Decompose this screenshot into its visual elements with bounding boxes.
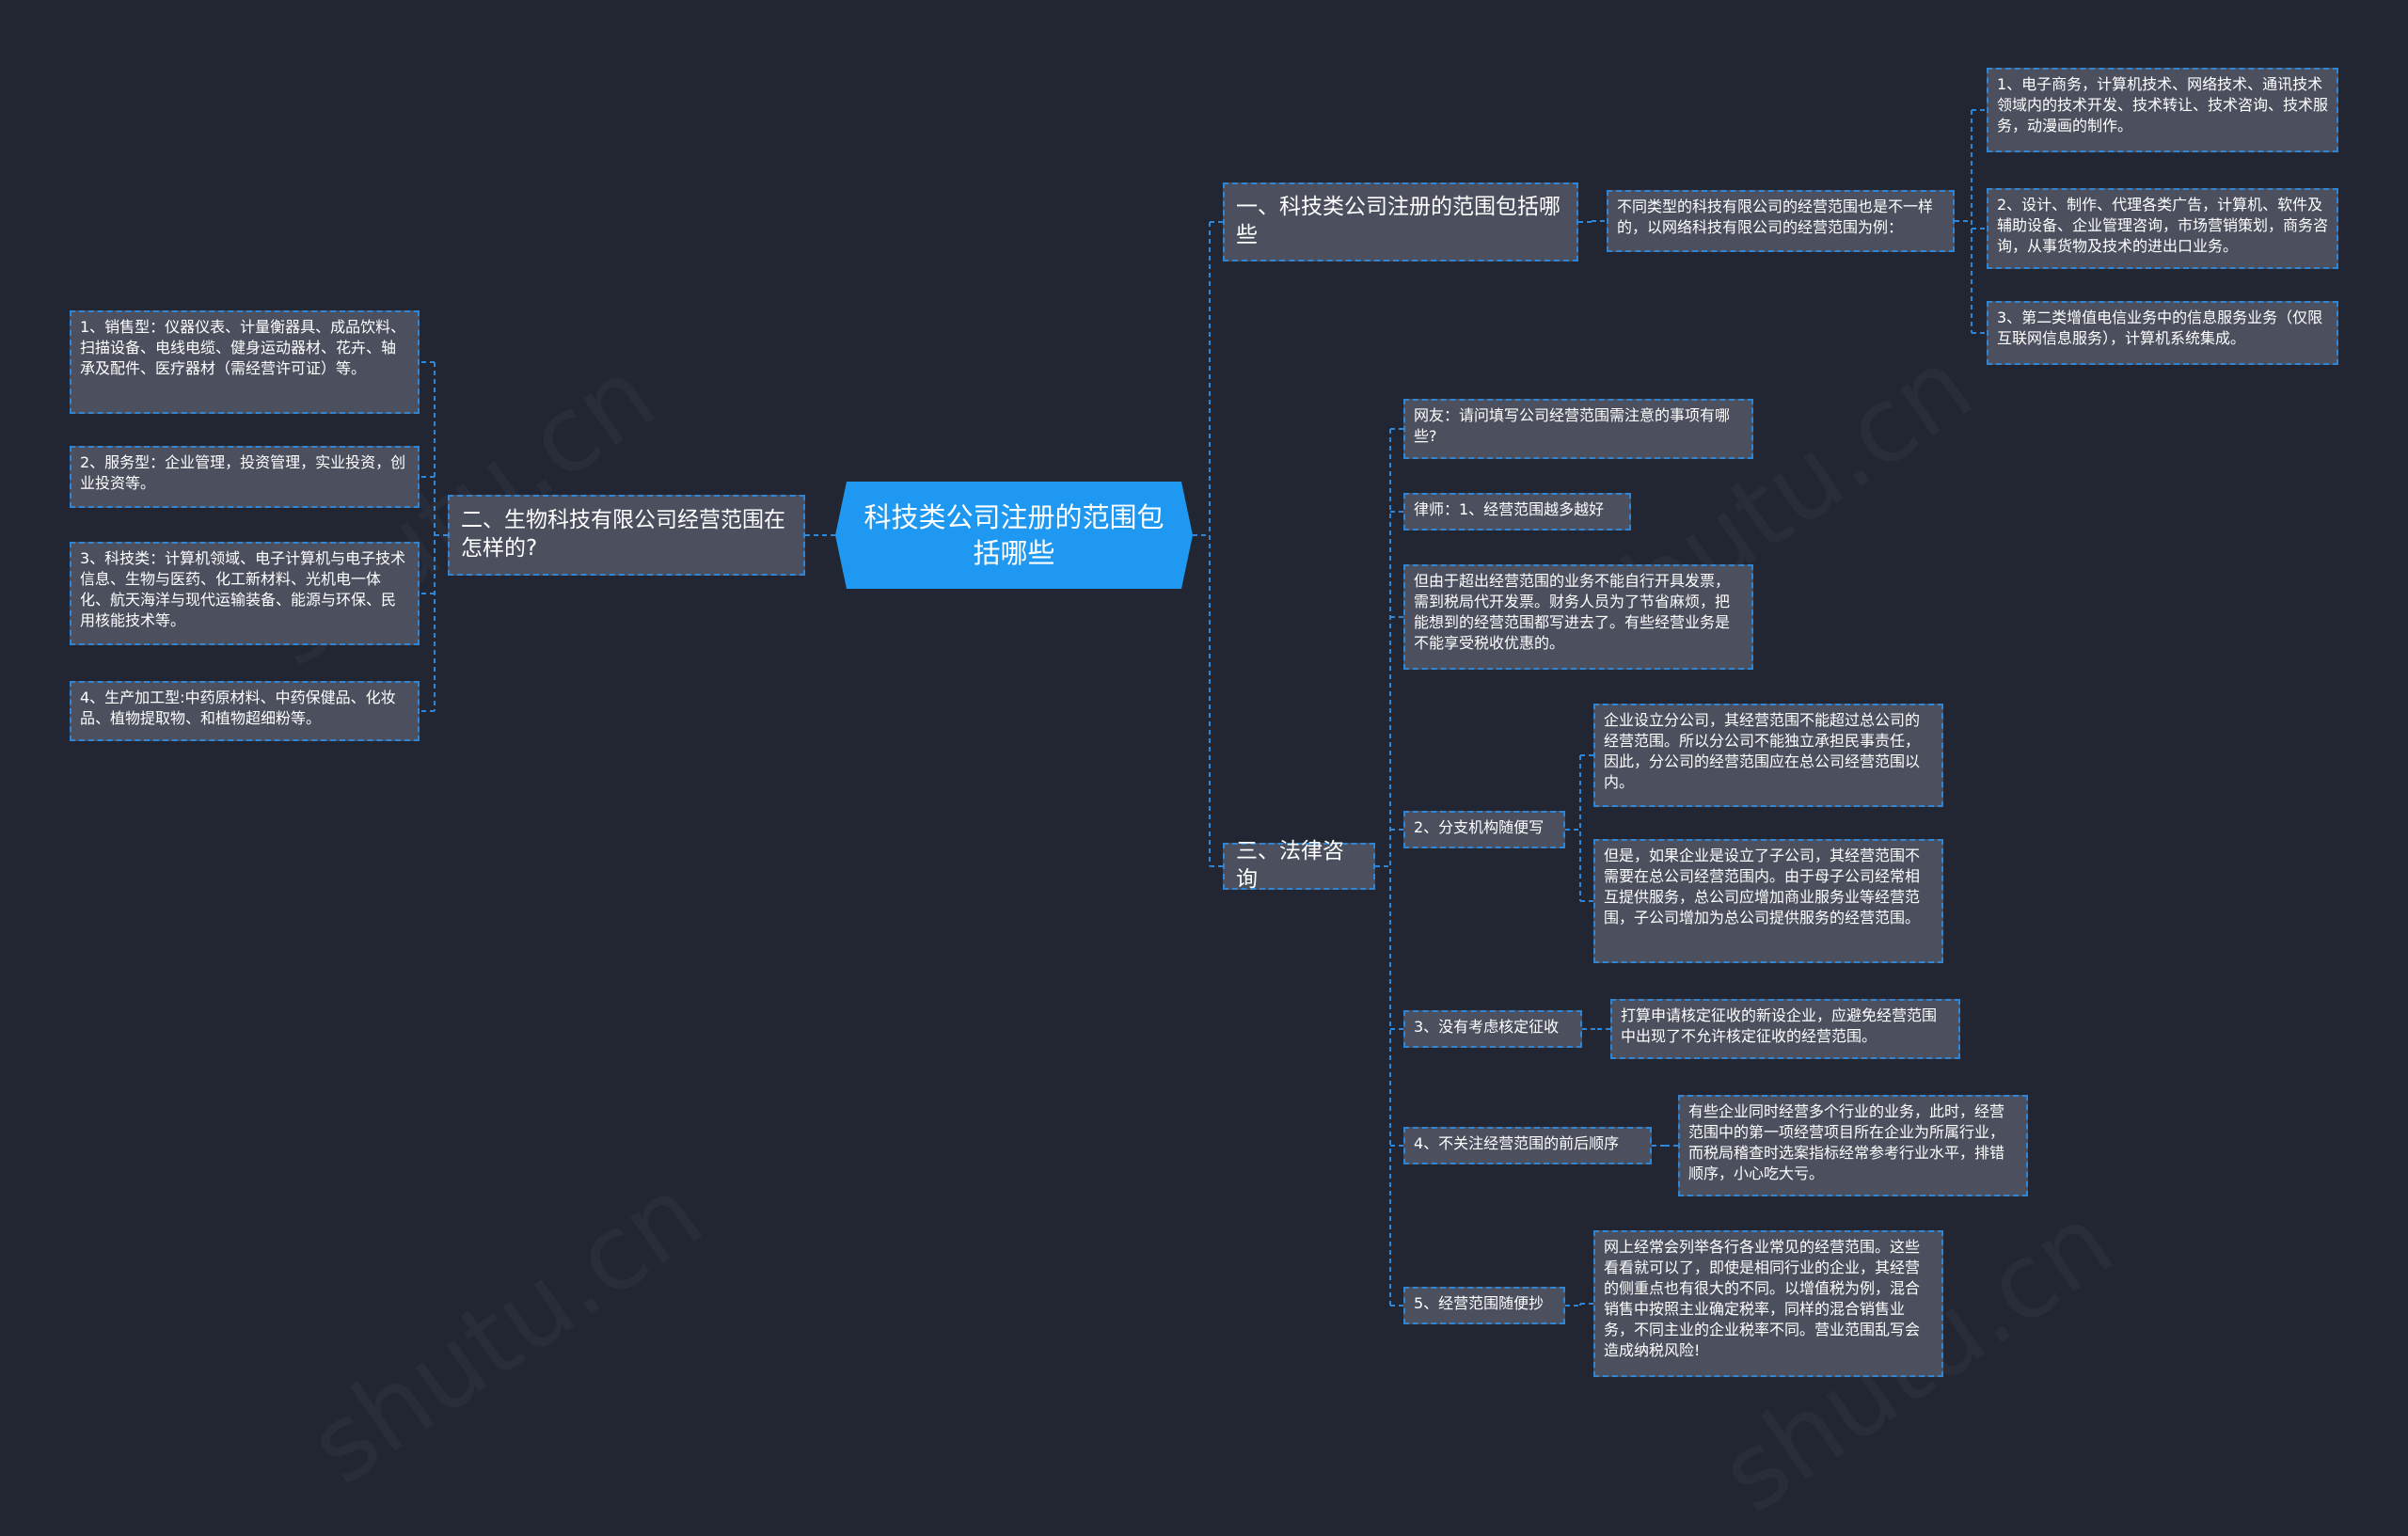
scope-item-2-node[interactable]: 2、设计、制作、代理各类广告，计算机、软件及辅助设备、企业管理咨询，市场营销策划… [1987,188,2338,269]
legal-answer-5-text-node[interactable]: 网上经常会列举各行各业常见的经营范围。这些看看就可以了，即使是相同行业的企业，其… [1593,1230,1943,1377]
biotech-item-4-node[interactable]: 4、生产加工型:中药原材料、中药保健品、化妆品、植物提取物、和植物超细粉等。 [70,681,420,741]
scope-intro-node[interactable]: 不同类型的科技有限公司的经营范围也是不一样的，以网络科技有限公司的经营范围为例： [1607,190,1955,252]
legal-answer-4-text-node[interactable]: 有些企业同时经营多个行业的业务，此时，经营范围中的第一项经营项目所在企业为所属行… [1678,1095,2028,1196]
legal-question-node[interactable]: 网友：请问填写公司经营范围需注意的事项有哪些? [1403,399,1753,459]
scope-item-3-node[interactable]: 3、第二类增值电信业务中的信息服务业务（仅限互联网信息服务），计算机系统集成。 [1987,301,2338,365]
connector-lines [420,109,1987,1306]
biotech-item-2-node[interactable]: 2、服务型：企业管理，投资管理，实业投资，创业投资等。 [70,446,420,508]
branch-legal-node[interactable]: 三、法律咨询 [1223,839,1375,892]
biotech-item-3-node[interactable]: 3、科技类：计算机领域、电子计算机与电子技术信息、生物与医药、化工新材料、光机电… [70,542,420,645]
mind-map-canvas: shutu.cn shutu.cn shutu.cn shutu.cn 科技类公… [70,68,2338,1377]
legal-answer-1-node[interactable]: 律师：1、经营范围越多越好 [1403,493,1631,530]
legal-answer-3-node[interactable]: 3、没有考虑核定征收 [1403,1010,1582,1048]
legal-answer-3-text-node[interactable]: 打算申请核定征收的新设企业，应避免经营范围中出现了不允许核定征收的经营范围。 [1610,999,1960,1059]
legal-answer-2-node[interactable]: 2、分支机构随便写 [1403,811,1565,848]
legal-answer-4-node[interactable]: 4、不关注经营范围的前后顺序 [1403,1127,1652,1164]
biotech-item-1-node[interactable]: 1、销售型：仪器仪表、计量衡器具、成品饮料、扫描设备、电线电缆、健身运动器材、花… [70,310,420,414]
branch-scope-node[interactable]: 一、科技类公司注册的范围包括哪些 [1223,182,1578,261]
legal-answer-1-text-node[interactable]: 但由于超出经营范围的业务不能自行开具发票，需到税局代开发票。财务人员为了节省麻烦… [1403,564,1753,670]
legal-answer-5-node[interactable]: 5、经营范围随便抄 [1403,1287,1565,1324]
root-node[interactable]: 科技类公司注册的范围包括哪些 [835,482,1193,589]
legal-answer-2-text-1-node[interactable]: 企业设立分公司，其经营范围不能超过总公司的经营范围。所以分公司不能独立承担民事责… [1593,704,1943,807]
branch-biotech-node[interactable]: 二、生物科技有限公司经营范围在怎样的? [448,495,805,576]
scope-item-1-node[interactable]: 1、电子商务，计算机技术、网络技术、通讯技术领域内的技术开发、技术转让、技术咨询… [1987,68,2338,152]
legal-answer-2-text-2-node[interactable]: 但是，如果企业是设立了子公司，其经营范围不需要在总公司经营范围内。由于母子公司经… [1593,839,1943,963]
